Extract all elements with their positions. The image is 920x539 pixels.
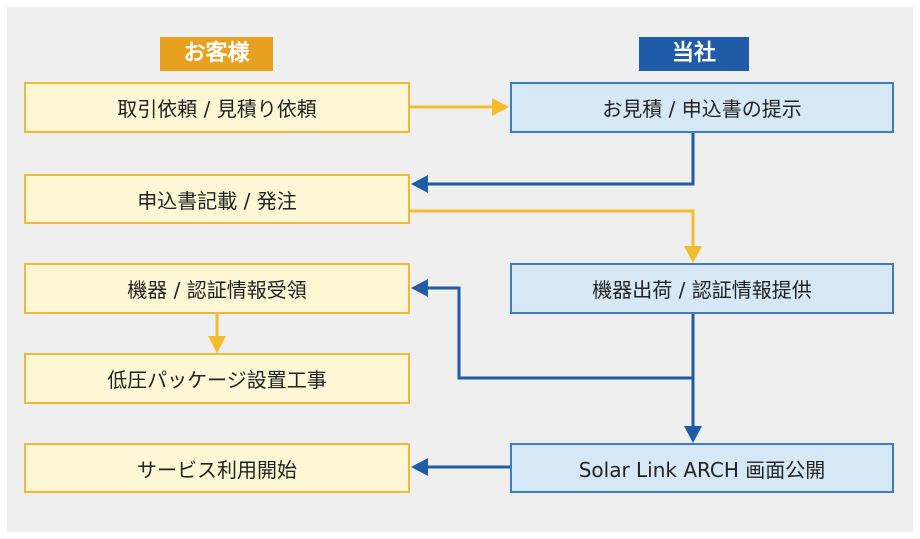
arrowhead-ship-to-receive [411,279,428,297]
step-receive: 機器 / 認証情報受領 [24,263,410,314]
arrowhead-quote-to-order [411,175,428,193]
step-ship: 機器出荷 / 認証情報提供 [510,263,894,314]
arrow-order-to-ship [410,209,695,246]
step-request: 取引依頼 / 見積り依頼 [24,82,410,133]
customer-header: お客様 [160,37,273,71]
arrowhead-receive-to-install [208,336,226,353]
step-order: 申込書記載 / 発注 [24,174,410,224]
arrowhead-publish-to-start [411,458,428,476]
arrowhead-request-to-quote [492,98,509,116]
step-start: サービス利用開始 [24,443,410,493]
arrowhead-ship-to-publish [684,426,702,443]
step-install: 低圧パッケージ設置工事 [24,353,410,404]
arrow-ship-to-receive [428,286,693,380]
arrow-quote-to-order [428,132,695,186]
step-quote: お見積 / 申込書の提示 [510,82,894,133]
step-publish: Solar Link ARCH 画面公開 [510,443,894,493]
company-header: 当社 [639,37,749,71]
arrowhead-order-to-ship [684,246,702,263]
